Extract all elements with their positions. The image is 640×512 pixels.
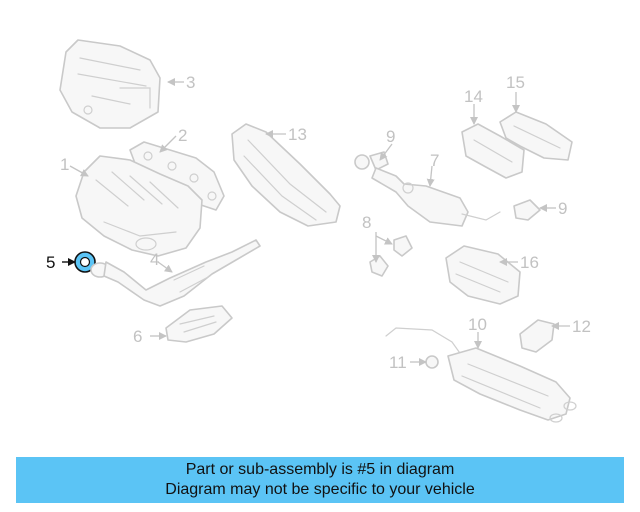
callout-2: 2 [178, 126, 187, 145]
part-15-heat-shield [499, 111, 573, 161]
callout-7: 7 [430, 151, 439, 170]
part-11-clamp [425, 355, 439, 369]
callout-9-lower: 9 [558, 199, 567, 218]
callout-11: 11 [389, 353, 407, 372]
callout-8: 8 [362, 213, 371, 232]
part-1-exhaust-manifold [75, 155, 203, 257]
callout-10: 10 [468, 315, 487, 334]
callout-9-upper: 9 [386, 127, 395, 146]
callout-4: 4 [150, 250, 159, 269]
part-8-hangers [369, 235, 413, 277]
part-12-bracket [519, 319, 555, 353]
info-banner: Part or sub-assembly is #5 in diagram Di… [16, 457, 624, 503]
banner-line-disclaimer: Diagram may not be specific to your vehi… [165, 481, 475, 498]
part-13-tunnel-heat-shield [231, 123, 341, 227]
callout-13: 13 [288, 125, 307, 144]
leader-lines [62, 78, 570, 366]
callout-15: 15 [506, 73, 525, 92]
part-4-front-pipe-converter [90, 239, 261, 307]
banner-line-part-number: Part or sub-assembly is #5 in diagram [185, 461, 455, 478]
part-6-heat-shield [165, 305, 233, 343]
callout-14: 14 [464, 87, 483, 106]
part-3-heat-shield [59, 39, 161, 129]
callout-1: 1 [60, 155, 69, 174]
part-16-heat-shield [445, 245, 521, 305]
exhaust-parts-diagram: 1 2 3 4 5 6 7 8 9 9 10 11 12 13 14 15 16 [46, 39, 591, 423]
part-9-hanger-lower [513, 199, 541, 221]
callout-5[interactable]: 5 [46, 253, 55, 272]
callout-12: 12 [572, 317, 591, 336]
part-10-muffler [385, 327, 577, 423]
part-9-hanger-upper [354, 151, 389, 171]
part-14-heat-shield [461, 123, 525, 179]
callout-16: 16 [520, 253, 539, 272]
part-7-intermediate-pipe [371, 167, 501, 227]
callout-3: 3 [186, 73, 195, 92]
callout-6: 6 [133, 327, 142, 346]
